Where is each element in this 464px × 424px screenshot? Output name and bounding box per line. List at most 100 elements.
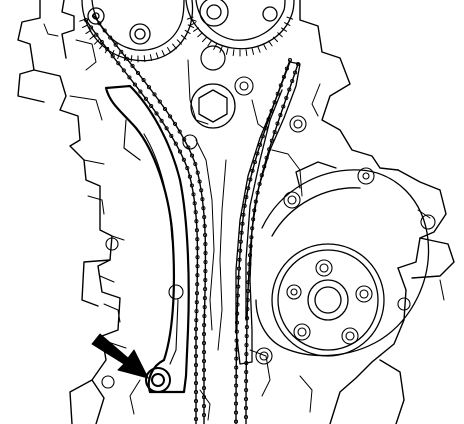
sprocket-tooth <box>280 27 287 32</box>
chain-link <box>195 255 200 260</box>
chain-link <box>189 153 195 158</box>
sprocket-tooth <box>167 47 172 54</box>
chain-link <box>187 174 192 179</box>
chain-link <box>193 381 199 386</box>
sprocket-tooth <box>186 16 194 20</box>
chain-link <box>244 325 249 330</box>
chain-link <box>243 397 249 402</box>
chain-link <box>238 239 243 244</box>
chain-link <box>239 230 244 235</box>
callout-arrow <box>91 333 149 379</box>
chain-link <box>244 352 249 357</box>
timing-chain-right-run <box>235 59 299 424</box>
sprocket-tooth <box>232 49 235 57</box>
chain-link <box>177 129 182 134</box>
chain-link <box>202 296 207 301</box>
sprocket-tooth <box>81 24 89 29</box>
chain-link <box>108 35 113 40</box>
water-pump-housing <box>255 161 430 357</box>
chain-link <box>203 242 208 247</box>
chain-link <box>89 25 94 30</box>
sprocket-tooth <box>251 48 255 55</box>
sprocket-tooth <box>85 29 92 35</box>
sprocket-tooth <box>172 43 177 50</box>
chain-link <box>172 121 178 126</box>
chain-link <box>182 137 187 142</box>
guide-pivot-bolt <box>145 367 171 393</box>
chain-link <box>201 404 207 409</box>
chain-link <box>195 246 200 251</box>
chain-link <box>203 269 208 274</box>
chain-link <box>233 401 239 406</box>
chain-link <box>237 257 242 262</box>
chain-link <box>201 413 207 418</box>
sprocket-tooth <box>149 54 153 61</box>
engine-block-outline <box>17 0 455 424</box>
chain-link <box>287 87 292 92</box>
chain-link <box>105 47 110 52</box>
chain-link <box>250 168 255 173</box>
chain-link <box>121 68 126 73</box>
chain-link <box>193 161 198 167</box>
chain-link <box>234 365 239 370</box>
chain-link <box>154 111 159 116</box>
right-camshaft-sprocket <box>185 0 295 50</box>
sprocket-tooth <box>161 50 166 57</box>
sprocket-tooth <box>189 22 196 26</box>
chain-link <box>252 160 257 165</box>
chain-link <box>236 275 241 280</box>
chain-link <box>168 114 173 119</box>
chain-link <box>201 368 207 373</box>
chain-link <box>195 170 200 175</box>
sprocket-tooth <box>104 47 109 54</box>
chain-link <box>281 104 286 109</box>
chain-link <box>201 395 207 400</box>
chain-link <box>193 210 198 215</box>
chain-link <box>138 89 143 94</box>
chain-link <box>234 356 239 361</box>
sprocket-tooth <box>262 43 267 50</box>
sprocket-tooth <box>284 22 291 26</box>
chain-link <box>240 221 245 226</box>
small-bolt-heads <box>101 76 436 389</box>
chain-link <box>233 410 239 415</box>
chain-link <box>149 103 154 109</box>
hex-bolt-center <box>190 83 236 129</box>
chain-link <box>248 244 253 249</box>
chain-links <box>83 13 301 424</box>
chain-link <box>201 341 207 346</box>
chain-link <box>157 99 162 104</box>
sprocket-tooth <box>176 39 182 45</box>
chain-link <box>201 332 207 337</box>
chain-link <box>94 32 99 37</box>
chain-link <box>234 392 239 397</box>
sprocket-tooth <box>207 40 212 47</box>
chain-link <box>146 85 152 90</box>
chain-link <box>201 350 207 355</box>
chain-link <box>83 17 89 23</box>
right-sprocket-teeth <box>186 16 294 57</box>
chain-link <box>194 300 199 305</box>
chain-link <box>169 133 174 138</box>
sprocket-tooth <box>180 34 187 40</box>
chain-link <box>195 273 200 278</box>
chain-link <box>203 278 208 283</box>
chain-link <box>201 377 207 382</box>
chain-link <box>119 49 124 54</box>
sprocket-tooth <box>245 49 248 57</box>
chain-link <box>194 228 199 233</box>
chain-link <box>130 63 135 68</box>
chain-link <box>141 78 146 83</box>
sprocket-tooth <box>117 52 121 60</box>
chain-link <box>244 388 249 393</box>
chain-link <box>91 13 97 19</box>
chain-link <box>201 206 206 211</box>
sprocket-tooth <box>155 52 159 60</box>
chain-link <box>293 70 298 75</box>
chain-link <box>203 233 208 238</box>
sprocket-tooth <box>89 34 96 40</box>
chain-link <box>195 264 200 269</box>
chain-link <box>201 359 207 364</box>
chain-link <box>193 399 199 404</box>
